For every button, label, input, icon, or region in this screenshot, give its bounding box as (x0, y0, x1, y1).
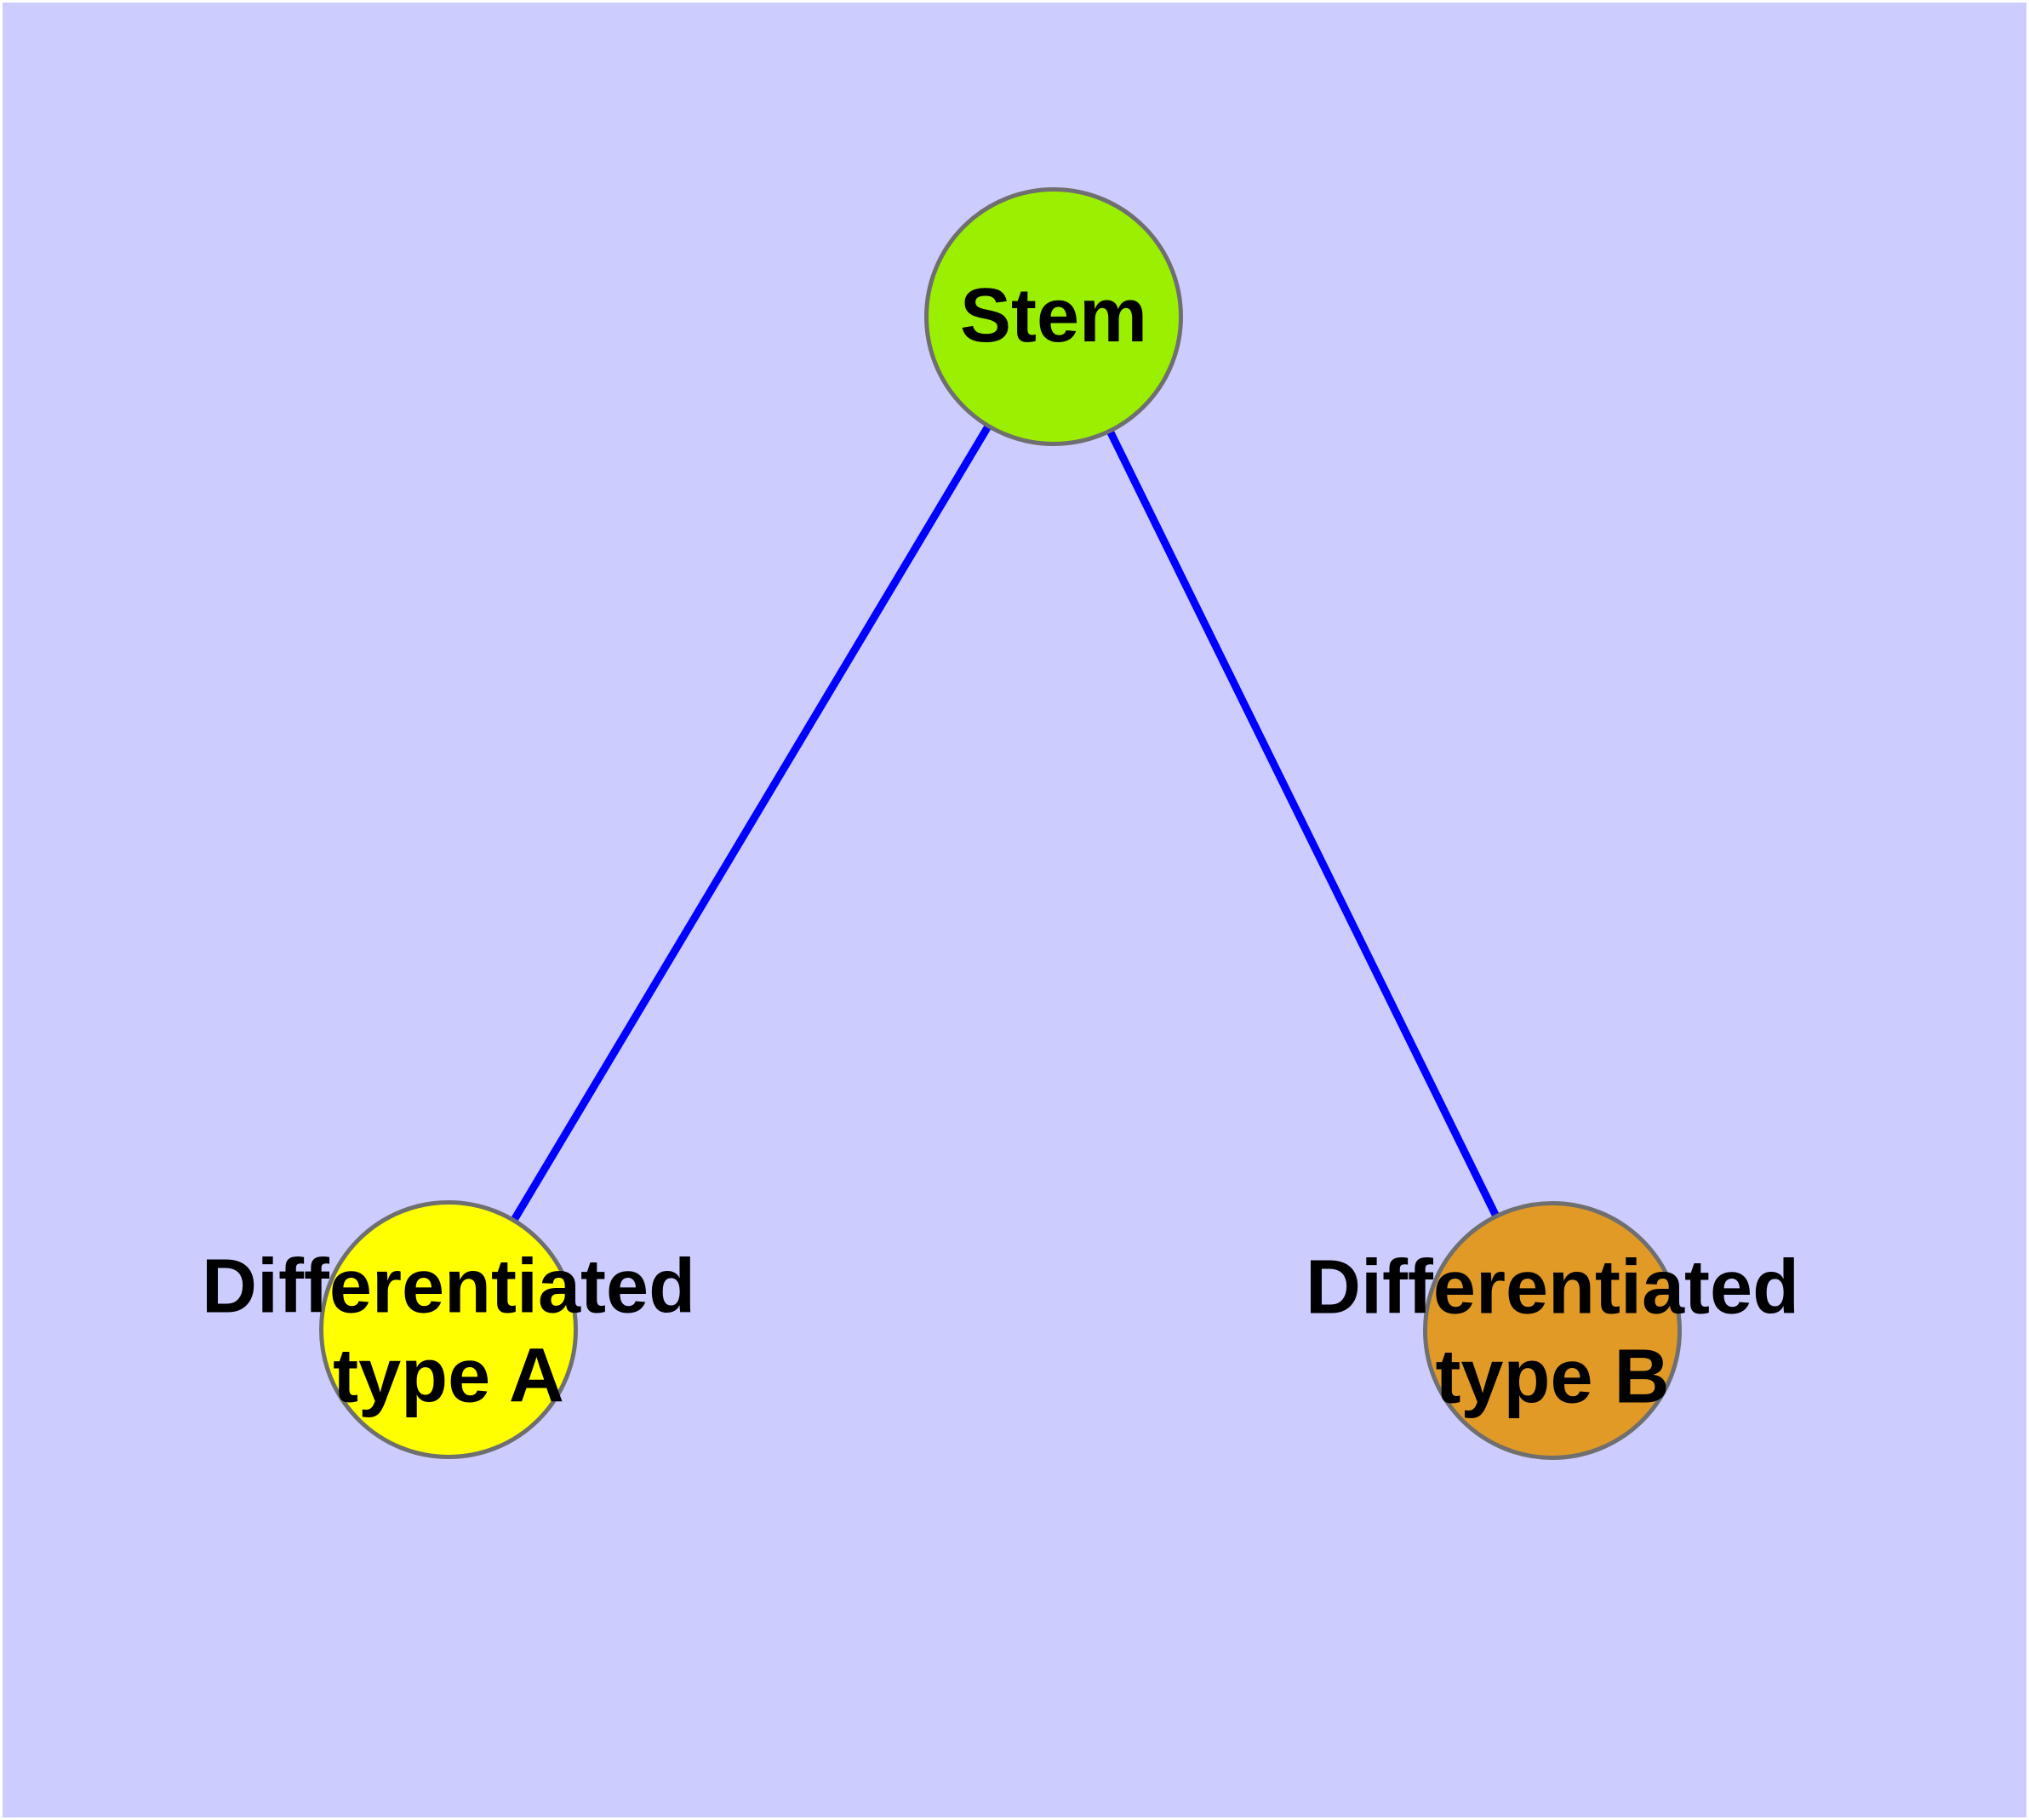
label-line-2: type B (1435, 1335, 1670, 1420)
edge-stem-to-type-a (445, 314, 1057, 1332)
label-line-1: Differentiated (201, 1244, 696, 1330)
node-differentiated-type-a-label: Differentiated type A (202, 1243, 695, 1422)
node-differentiated-type-b-label: Differentiated type B (1306, 1244, 1799, 1423)
node-stem: Stem (924, 187, 1183, 446)
edge-layer (445, 314, 1557, 1332)
graph-canvas: Stem Differentiated type A Differentiate… (3, 3, 2026, 1817)
node-differentiated-type-b (1423, 1201, 1682, 1460)
node-differentiated-type-a (319, 1200, 578, 1459)
edge-stem-to-type-b (1049, 315, 1557, 1332)
node-stem-label: Stem (959, 273, 1148, 359)
label-line-2: type A (333, 1334, 564, 1419)
label-line-1: Differentiated (1305, 1245, 1800, 1331)
